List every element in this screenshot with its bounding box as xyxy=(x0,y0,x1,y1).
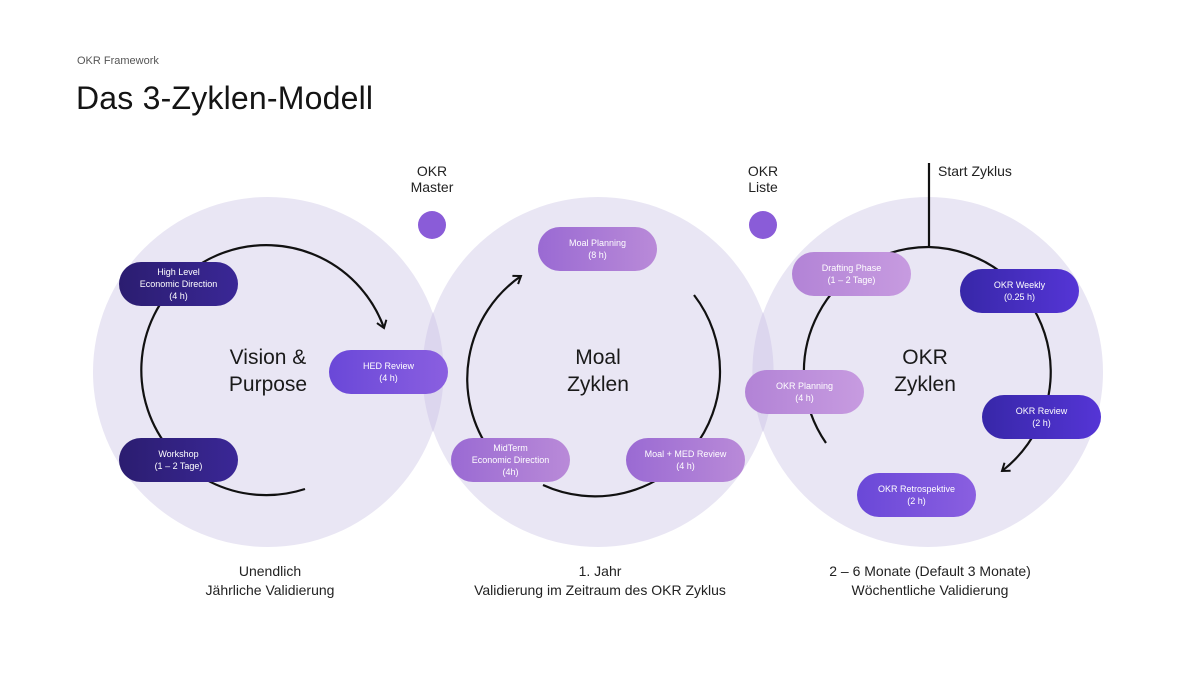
pill-hed-review[interactable]: HED Review(4 h) xyxy=(329,350,448,394)
eyebrow: OKR Framework xyxy=(77,55,159,67)
okr-caption: 2 – 6 Monate (Default 3 Monate)Wöchentli… xyxy=(829,563,1031,598)
pill-okr-retrospektive[interactable]: OKR Retrospektive(2 h) xyxy=(857,473,976,517)
pill-drafting-phase[interactable]: Drafting Phase(1 – 2 Tage) xyxy=(792,252,911,296)
okr-master-marker-icon xyxy=(418,211,446,239)
pill-okr-planning[interactable]: OKR Planning(4 h) xyxy=(745,370,864,414)
pill-workshop[interactable]: Workshop(1 – 2 Tage) xyxy=(119,438,238,482)
vision-cycle-arrow xyxy=(140,244,388,497)
pill-moal-med-review[interactable]: Moal + MED Review(4 h) xyxy=(626,438,745,482)
pill-moal-planning[interactable]: Moal Planning(8 h) xyxy=(538,227,657,271)
moal-cycle-arrow-left xyxy=(466,274,523,453)
start-cycle-label: Start Zyklus xyxy=(938,163,1012,179)
pill-okr-weekly[interactable]: OKR Weekly(0.25 h) xyxy=(960,269,1079,313)
okr-liste-marker-icon xyxy=(749,211,777,239)
vision-center-label: Vision &Purpose xyxy=(228,346,308,396)
pill-okr-review[interactable]: OKR Review(2 h) xyxy=(982,395,1101,439)
page-title: Das 3-Zyklen-Modell xyxy=(76,80,374,116)
